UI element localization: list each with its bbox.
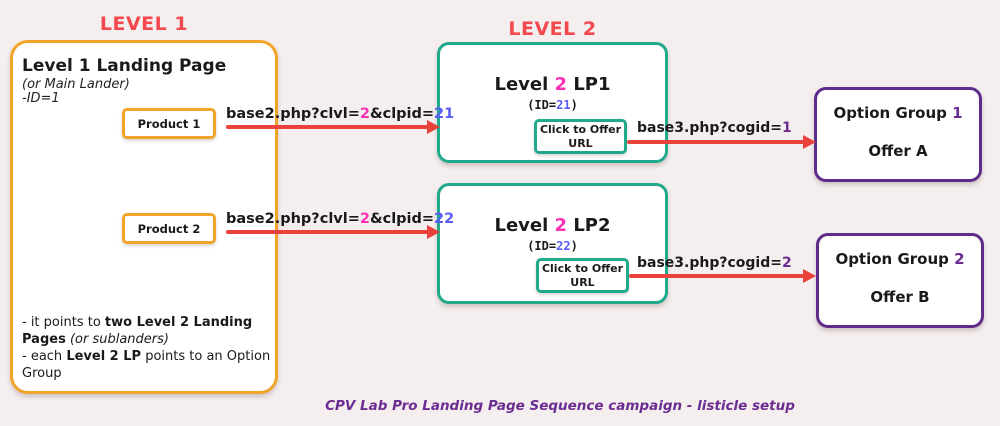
arrowhead-lp2-to-og2-icon xyxy=(803,269,816,283)
level1-landing-page-box: Level 1 Landing Page (or Main Lander) -I… xyxy=(10,40,278,394)
product-1-box: Product 1 xyxy=(122,108,216,139)
lp2-title: Level 2 LP2 xyxy=(494,215,611,236)
lp1-click-to-offer-box: Click to Offer URL xyxy=(534,119,627,154)
lp1-click-to-offer-label: Click to Offer URL xyxy=(539,122,622,150)
footer-caption: CPV Lab Pro Landing Page Sequence campai… xyxy=(325,398,795,414)
option-group-2-offer: Offer B xyxy=(870,288,930,306)
option-group-1-title: Option Group 1 xyxy=(833,104,963,122)
arrow-label-cogid-2: base3.php?cogid=2 xyxy=(637,255,792,271)
lp1-id: (ID=21) xyxy=(527,98,578,112)
level2-lp1-box: Level 2 LP1 (ID=21) Click to Offer URL xyxy=(437,42,668,163)
arrow-label-clpid-22: base2.php?clvl=2&clpid=22 xyxy=(226,211,455,227)
arrowhead-product1-to-lp1-icon xyxy=(427,120,440,134)
lp2-id: (ID=22) xyxy=(527,239,578,253)
arrow-lp2-to-og2 xyxy=(629,274,804,278)
arrowhead-product2-to-lp2-icon xyxy=(427,225,440,239)
arrow-lp1-to-og1 xyxy=(627,140,804,144)
arrowhead-lp1-to-og1-icon xyxy=(803,135,816,149)
arrow-product1-to-lp1 xyxy=(226,125,428,129)
arrow-product2-to-lp2 xyxy=(226,230,428,234)
arrow-label-cogid-1: base3.php?cogid=1 xyxy=(637,120,792,136)
product-2-box: Product 2 xyxy=(122,213,216,244)
level1-section-title: LEVEL 1 xyxy=(99,13,189,35)
level2-lp2-box: Level 2 LP2 (ID=22) Click to Offer URL xyxy=(437,183,668,304)
product-1-label: Product 1 xyxy=(137,116,201,131)
level1-box-subtitle: (or Main Lander) xyxy=(22,77,130,92)
option-group-1-offer: Offer A xyxy=(868,142,928,160)
option-group-2-title: Option Group 2 xyxy=(835,250,965,268)
option-group-1-box: Option Group 1 Offer A xyxy=(814,87,982,182)
level1-notes: - it points to two Level 2 Landing Pages… xyxy=(22,315,275,381)
lp1-title: Level 2 LP1 xyxy=(494,74,611,95)
lp2-click-to-offer-label: Click to Offer URL xyxy=(541,261,624,289)
level1-box-title: Level 1 Landing Page xyxy=(22,56,227,76)
level1-box-id: -ID=1 xyxy=(22,91,60,106)
option-group-2-box: Option Group 2 Offer B xyxy=(816,233,984,328)
product-2-label: Product 2 xyxy=(137,221,201,236)
arrow-label-clpid-21: base2.php?clvl=2&clpid=21 xyxy=(226,106,455,122)
lp2-click-to-offer-box: Click to Offer URL xyxy=(536,258,629,293)
level2-section-title: LEVEL 2 xyxy=(508,18,597,40)
